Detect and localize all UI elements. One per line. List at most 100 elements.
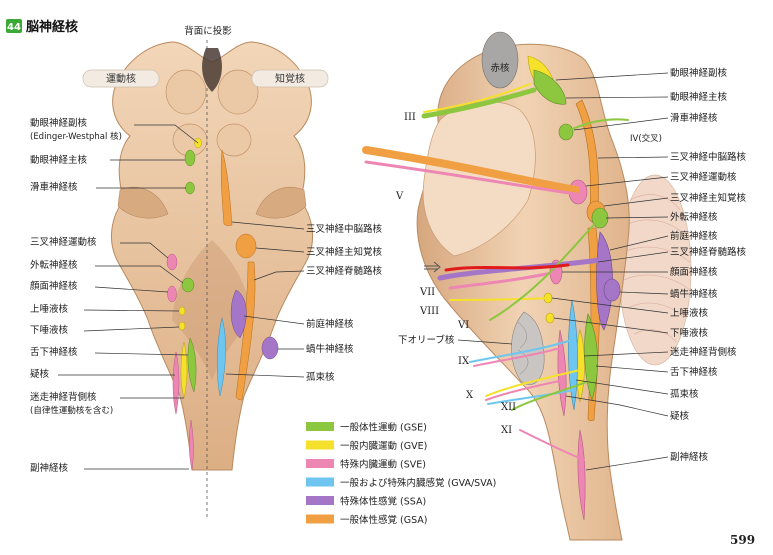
numeral-VI: VI	[457, 320, 469, 331]
label-vestibular: 前庭神経核	[306, 318, 354, 330]
inferior-salivatory-lateral	[545, 312, 555, 324]
hypoglossal-root	[511, 379, 593, 411]
cerebellum-folia	[623, 194, 691, 343]
figure-number-badge	[6, 19, 22, 33]
middle-labels: 三叉神経中脳路核 三叉神経主知覚核 三叉神経脊髄路核 前庭神経核 蝸牛神経核 孤…	[225, 221, 383, 383]
numeral-VII: VII	[419, 287, 435, 298]
legend-label: 特殊体性感覚 (SSA)	[340, 496, 426, 508]
label-r-spinal-trigeminal: 三叉神経脊髄路核	[670, 246, 747, 258]
trigeminal-motor-nucleus-dorsal	[166, 253, 178, 271]
legend-swatch	[306, 422, 334, 431]
cochlear-nuclei-lateral	[603, 278, 621, 302]
label-dorsal-vagal-note: (自律性運動核を含む)	[30, 405, 113, 416]
mesencephalic-trigeminal-dorsal	[220, 149, 233, 226]
ambiguus-lateral	[557, 329, 567, 417]
label-accessory: 副神経核	[30, 462, 69, 474]
principal-trigeminal-dorsal	[235, 233, 257, 259]
label-r-principal-trigeminal: 三叉神経主知覚核	[670, 192, 747, 204]
legend-swatch	[306, 514, 334, 524]
fourth-ventricle-floor	[172, 240, 252, 380]
sensory-tab-label: 知覚核	[275, 72, 305, 85]
label-r-solitary: 孤束核	[670, 388, 699, 400]
motor-tab: 運動核	[82, 69, 160, 88]
facial-nucleus-dorsal	[167, 285, 177, 303]
superior-colliculus-left	[165, 69, 207, 115]
label-r-inf-salivatory: 下唾液核	[670, 327, 709, 339]
label-r-accessory: 副神経核	[670, 451, 709, 463]
legend-item: 特殊体性感覚 (SSA)	[306, 496, 426, 508]
label-ambiguus: 疑核	[30, 368, 50, 380]
hypoglossal-nucleus-dorsal	[187, 337, 197, 393]
trigeminal-root	[362, 146, 580, 194]
label-red-nucleus: 赤核	[490, 62, 510, 74]
label-r-sup-salivatory: 上唾液核	[670, 307, 709, 319]
label-r-dorsal-vagal: 迷走神経背側核	[670, 346, 737, 358]
inferior-olive	[511, 311, 545, 385]
vestibular-nuclei-dorsal	[230, 289, 247, 339]
sensory-tab: 知覚核	[251, 69, 329, 88]
oculomotor-nucleus-lateral	[533, 69, 567, 105]
legend-label: 一般体性運動 (GSE)	[340, 422, 427, 434]
label-r-abducens: 外転神経核	[670, 211, 718, 223]
label-solitary: 孤束核	[306, 371, 335, 383]
cochlear-nuclei-dorsal	[261, 336, 279, 360]
vagus-root-c	[487, 389, 575, 405]
abducens-nucleus-dorsal	[181, 277, 195, 293]
projection-note: 背面に投影	[184, 25, 232, 37]
superior-salivatory-dorsal	[178, 306, 186, 316]
legend-item: 一般体性運動 (GSE)	[306, 422, 427, 434]
label-r-trigeminal-motor: 三叉神経運動核	[670, 171, 737, 183]
legend-item: 一般および特殊内臓感覚 (GVA/SVA)	[306, 477, 496, 489]
dorsal-brainstem-view	[111, 40, 313, 520]
trochlear-nucleus-dorsal	[185, 181, 195, 195]
legend-swatch	[306, 496, 334, 505]
label-inf-salivatory: 下唾液核	[30, 324, 69, 336]
label-dorsal-vagal: 迷走神経背側核	[30, 391, 97, 403]
page-title: 脳神経核	[26, 19, 78, 35]
numeral-X: X	[466, 390, 474, 401]
trochlear-decussation-note: IV(交叉)	[630, 133, 662, 144]
label-oculomotor: 動眼神経主核	[30, 154, 88, 166]
figure-number: 44	[7, 22, 21, 33]
label-spinal-trigeminal: 三叉神経脊髄路核	[306, 265, 383, 277]
legend-swatch	[306, 440, 334, 450]
oculomotor-root-gve	[423, 83, 531, 113]
label-sup-salivatory: 上唾液核	[30, 303, 69, 315]
numeral-III: III	[404, 112, 416, 123]
glossopharyngeal-root	[469, 339, 573, 363]
annotation-arrow-icon	[424, 261, 441, 273]
legend-item: 一般体性感覚 (GSA)	[306, 514, 428, 526]
cranial-nerve-numerals: III V VII VIII VI IX X XII XI	[395, 112, 516, 436]
legend-label: 一般および特殊内臓感覚 (GVA/SVA)	[340, 477, 496, 489]
superior-colliculus-right	[217, 69, 259, 115]
red-underline-marker	[444, 263, 570, 272]
label-r-ambiguus: 疑核	[670, 410, 690, 422]
solitary-nucleus-dorsal	[216, 317, 226, 397]
numeral-VIII: VIII	[419, 306, 439, 317]
accessory-nucleus-dorsal	[188, 419, 194, 471]
abducens-root	[489, 217, 601, 321]
numeral-IX: IX	[458, 356, 470, 367]
vagus-root-b	[485, 379, 565, 401]
solitary-lateral	[568, 299, 578, 411]
trochlear-root	[565, 118, 629, 133]
cerebellar-peduncle-right	[255, 186, 307, 219]
right-labels: 動眼神経副核 動眼神経主核 滑車神経核 三叉神経中脳路核 三叉神経運動核 三叉神…	[551, 67, 747, 471]
legend-swatch	[306, 477, 334, 487]
nucleus-ambiguus-dorsal	[172, 351, 180, 415]
motor-tab-label: 運動核	[106, 72, 136, 85]
facial-root-yellow	[449, 297, 549, 301]
label-r-hypoglossal: 舌下神経核	[670, 366, 718, 378]
label-r-mes-trigeminal: 三叉神経中脳路核	[670, 151, 747, 163]
numeral-XI: XI	[501, 425, 512, 436]
legend-item: 特殊内臓運動 (SVE)	[306, 459, 426, 471]
legend-label: 特殊内臓運動 (SVE)	[340, 459, 426, 471]
label-r-cochlear: 蝸牛神経核	[670, 288, 718, 300]
label-r-ew: 動眼神経副核	[670, 67, 728, 79]
numeral-V: V	[395, 191, 404, 202]
cerebellar-peduncle-left	[117, 186, 169, 219]
label-r-facial: 顔面神経核	[670, 266, 718, 278]
label-cochlear: 蝸牛神経核	[306, 343, 354, 355]
label-trigeminal-motor: 三叉神経運動核	[30, 236, 97, 248]
